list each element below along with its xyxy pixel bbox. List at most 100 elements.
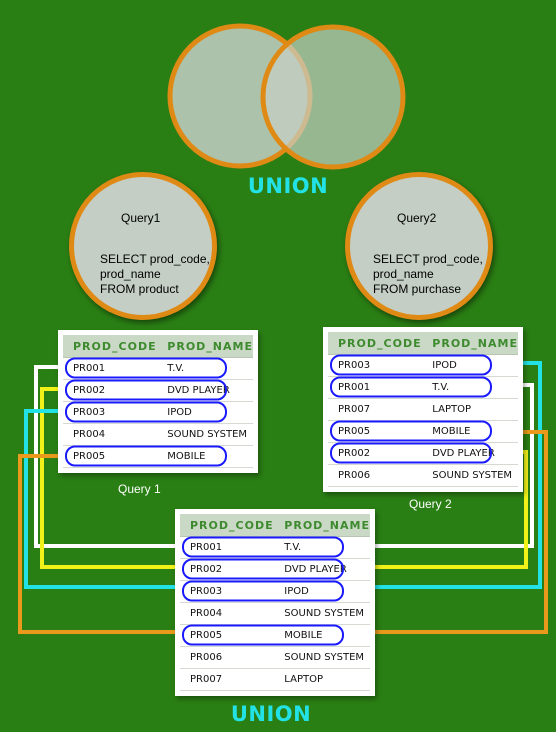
row-highlight-oval bbox=[330, 354, 492, 376]
query1-caption: Query 1 bbox=[118, 482, 161, 496]
prod-name-cell: LAPTOP bbox=[422, 398, 518, 421]
prod-name-cell: MOBILE bbox=[422, 420, 518, 443]
query1-sql-line: SELECT prod_code, bbox=[100, 252, 210, 266]
connector-yellow bbox=[40, 387, 176, 569]
prod-code-cell: PR002 bbox=[63, 379, 158, 402]
row-highlight-oval bbox=[330, 376, 492, 398]
connector-white bbox=[372, 383, 534, 548]
prod-code-cell: PR006 bbox=[328, 464, 423, 487]
query2-sql-line: prod_name bbox=[373, 267, 434, 281]
prod-code-cell: PR001 bbox=[180, 536, 275, 559]
query1-name: Query1 bbox=[121, 211, 161, 225]
prod-code-cell: PR002 bbox=[328, 442, 423, 465]
prod-name-cell: MOBILE bbox=[274, 624, 370, 647]
query2-caption: Query 2 bbox=[409, 497, 452, 511]
prod-name-cell: LAPTOP bbox=[274, 668, 370, 691]
column-header: PROD_NAME bbox=[157, 335, 253, 358]
query2-sql-line: FROM purchase bbox=[373, 282, 462, 296]
row-highlight-oval bbox=[65, 357, 227, 379]
column-header: PROD_NAME bbox=[422, 332, 518, 355]
prod-name-cell: DVD PLAYER bbox=[274, 558, 370, 581]
prod-code-cell: PR007 bbox=[328, 398, 423, 421]
query1-sql: SELECT prod_code, prod_name FROM product bbox=[100, 252, 210, 297]
row-highlight-oval bbox=[182, 558, 344, 580]
prod-code-cell: PR003 bbox=[328, 354, 423, 377]
prod-name-cell: SOUND SYSTEM bbox=[157, 423, 253, 446]
connector-yellow bbox=[372, 450, 528, 569]
prod-name-cell: IPOD bbox=[422, 354, 518, 377]
prod-code-cell: PR007 bbox=[180, 668, 275, 691]
prod-code-cell: PR004 bbox=[180, 602, 275, 625]
prod-code-cell: PR005 bbox=[180, 624, 275, 647]
row-highlight-oval bbox=[182, 580, 344, 602]
prod-name-cell: SOUND SYSTEM bbox=[274, 602, 370, 625]
prod-name-cell: SOUND SYSTEM bbox=[274, 646, 370, 669]
prod-name-cell: IPOD bbox=[157, 401, 253, 424]
query2-circle bbox=[345, 172, 493, 320]
prod-code-cell: PR003 bbox=[180, 580, 275, 603]
prod-name-cell: DVD PLAYER bbox=[422, 442, 518, 465]
prod-code-cell: PR002 bbox=[180, 558, 275, 581]
row-highlight-oval bbox=[182, 624, 344, 646]
row-highlight-oval bbox=[182, 536, 344, 558]
connector-orange bbox=[372, 430, 548, 634]
prod-name-cell: IPOD bbox=[274, 580, 370, 603]
row-highlight-oval bbox=[330, 442, 492, 464]
prod-code-cell: PR006 bbox=[180, 646, 275, 669]
prod-code-cell: PR003 bbox=[63, 401, 158, 424]
prod-name-cell: T.V. bbox=[422, 376, 518, 399]
column-header: PROD_CODE bbox=[328, 332, 423, 355]
venn-circle-right bbox=[260, 24, 406, 170]
connector-cyan bbox=[372, 361, 542, 589]
prod-name-cell: DVD PLAYER bbox=[157, 379, 253, 402]
prod-name-cell: T.V. bbox=[274, 536, 370, 559]
query2-name: Query2 bbox=[397, 211, 437, 225]
union-title-bottom: UNION bbox=[230, 702, 312, 726]
connector-cyan bbox=[24, 409, 176, 589]
query1-sql-line: FROM product bbox=[100, 282, 179, 296]
prod-code-cell: PR005 bbox=[328, 420, 423, 443]
row-highlight-oval bbox=[65, 401, 227, 423]
row-highlight-oval bbox=[65, 445, 227, 467]
column-header: PROD_CODE bbox=[63, 335, 158, 358]
connector-orange bbox=[18, 454, 176, 634]
row-highlight-oval bbox=[330, 420, 492, 442]
union-title-top: UNION bbox=[247, 174, 329, 198]
row-highlight-oval bbox=[65, 379, 227, 401]
prod-name-cell: T.V. bbox=[157, 357, 253, 380]
prod-code-cell: PR005 bbox=[63, 445, 158, 468]
query2-sql-line: SELECT prod_code, bbox=[373, 252, 483, 266]
prod-name-cell: SOUND SYSTEM bbox=[422, 464, 518, 487]
query2-sql: SELECT prod_code, prod_name FROM purchas… bbox=[373, 252, 483, 297]
prod-code-cell: PR001 bbox=[63, 357, 158, 380]
column-header: PROD_NAME bbox=[274, 514, 370, 537]
prod-code-cell: PR001 bbox=[328, 376, 423, 399]
prod-name-cell: MOBILE bbox=[157, 445, 253, 468]
column-header: PROD_CODE bbox=[180, 514, 275, 537]
query1-circle bbox=[69, 172, 217, 320]
prod-code-cell: PR004 bbox=[63, 423, 158, 446]
query1-sql-line: prod_name bbox=[100, 267, 161, 281]
